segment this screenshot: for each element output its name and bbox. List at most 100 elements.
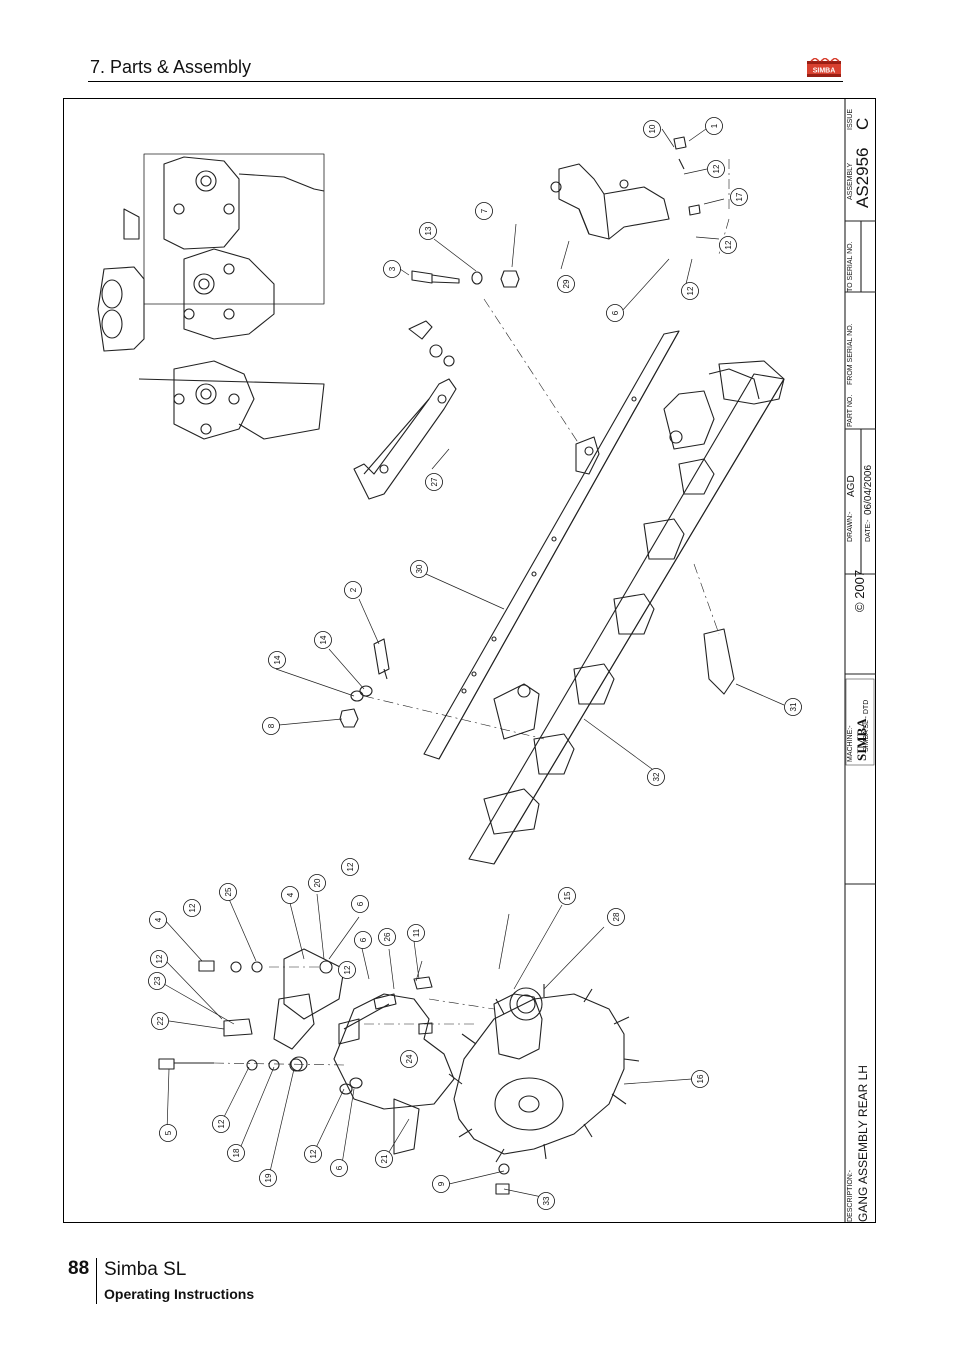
callout-bubble: 12 xyxy=(707,160,725,178)
svg-text:18: 18 xyxy=(232,1148,241,1157)
svg-text:20: 20 xyxy=(313,878,322,887)
description-value: GANG ASSEMBLY REAR LH xyxy=(856,1065,870,1222)
svg-text:16: 16 xyxy=(696,1074,705,1083)
callout-bubble: 33 xyxy=(537,1192,555,1210)
callout-bubble: 5 xyxy=(159,1124,177,1142)
part-no-label: PART NO. xyxy=(847,394,854,427)
callout-bubble: 24 xyxy=(400,1050,418,1068)
leg-bracket-21 xyxy=(273,948,455,1155)
svg-text:28: 28 xyxy=(612,912,621,921)
svg-text:4: 4 xyxy=(154,917,163,922)
callout-bubble: 29 xyxy=(557,275,575,293)
svg-text:23: 23 xyxy=(153,976,162,985)
svg-text:3: 3 xyxy=(388,266,397,271)
svg-text:1: 1 xyxy=(710,123,719,128)
svg-text:24: 24 xyxy=(405,1054,414,1063)
copyright-text: © 2007 xyxy=(852,569,867,612)
callout-bubble: 12 xyxy=(183,899,201,917)
callout-bubble: 12 xyxy=(341,858,359,876)
callout-bubble: 13 xyxy=(419,222,437,240)
tine-bar-32 xyxy=(468,360,785,865)
to-serial-label: TO SERIAL NO. xyxy=(847,241,854,292)
callout-bubble: 12 xyxy=(212,1115,230,1133)
svg-text:13: 13 xyxy=(424,226,433,235)
section-title: 7. Parts & Assembly xyxy=(90,57,252,77)
callout-bubble: 8 xyxy=(262,717,280,735)
title-block-logo-icon: SIMBA xyxy=(845,678,875,766)
callout-bubble: 12 xyxy=(150,950,168,968)
svg-text:6: 6 xyxy=(611,310,620,315)
svg-text:26: 26 xyxy=(383,932,392,941)
date-value: 06/04/2006 xyxy=(863,464,874,515)
callout-bubble: 1 xyxy=(705,117,723,135)
drawing-frame xyxy=(63,98,876,1223)
svg-text:19: 19 xyxy=(264,1173,273,1182)
callout-bubble: 10 xyxy=(643,120,661,138)
svg-text:29: 29 xyxy=(562,279,571,288)
page-number: 88 xyxy=(68,1258,90,1279)
svg-text:6: 6 xyxy=(335,1165,344,1170)
callout-layer: 10 1 12 7 13 3 17 12 29 12 6 27 30 2 14 … xyxy=(148,117,802,1210)
svg-text:21: 21 xyxy=(380,1154,389,1163)
callout-bubble: 6 xyxy=(354,931,372,949)
svg-text:2: 2 xyxy=(349,587,358,592)
svg-text:12: 12 xyxy=(346,862,355,871)
simba-logo-icon: SIMBA xyxy=(807,58,841,77)
svg-text:12: 12 xyxy=(155,954,164,963)
svg-text:12: 12 xyxy=(188,903,197,912)
svg-text:14: 14 xyxy=(319,635,328,644)
tine-31 xyxy=(703,628,735,695)
issue-value: C xyxy=(853,117,872,130)
date-label: DATE:- xyxy=(865,519,872,542)
bolt-set-middle xyxy=(339,638,390,728)
disc-hub-assembly xyxy=(448,984,640,1163)
callout-bubble: 32 xyxy=(647,768,665,786)
svg-text:15: 15 xyxy=(563,891,572,900)
svg-text:14: 14 xyxy=(273,655,282,664)
callout-bubble: 26 xyxy=(378,928,396,946)
callout-bubble: 4 xyxy=(281,886,299,904)
exploded-assembly-drawing: 10 1 12 7 13 3 17 12 29 12 6 27 30 2 14 … xyxy=(97,99,876,1222)
svg-text:27: 27 xyxy=(430,477,439,486)
callout-bubble: 12 xyxy=(681,282,699,300)
svg-text:32: 32 xyxy=(652,772,661,781)
svg-text:6: 6 xyxy=(359,937,368,942)
callout-bubble: 28 xyxy=(607,908,625,926)
svg-text:12: 12 xyxy=(343,965,352,974)
drawn-label: DRAWN:- xyxy=(847,511,854,542)
assembly-value: AS2956 xyxy=(853,147,872,209)
document-type: Operating Instructions xyxy=(104,1286,255,1302)
callout-bubble: 12 xyxy=(719,236,737,254)
callout-bubble: 31 xyxy=(784,698,802,716)
bracket-29 xyxy=(550,136,701,240)
callout-bubble: 25 xyxy=(219,883,237,901)
logo-text: SIMBA xyxy=(813,68,836,75)
svg-text:9: 9 xyxy=(437,1181,446,1186)
centre-lines xyxy=(213,159,730,1066)
svg-text:12: 12 xyxy=(724,240,733,249)
svg-text:12: 12 xyxy=(712,164,721,173)
callout-bubble: 6 xyxy=(330,1159,348,1177)
callout-bubble: 9 xyxy=(432,1175,450,1193)
callout-bubble: 19 xyxy=(259,1169,277,1187)
callout-bubble: 12 xyxy=(304,1145,322,1163)
svg-text:25: 25 xyxy=(224,887,233,896)
callout-bubble: 30 xyxy=(410,560,428,578)
adjuster-27 xyxy=(353,320,457,500)
callout-bubble: 18 xyxy=(227,1144,245,1162)
callout-bubble: 6 xyxy=(351,895,369,913)
svg-text:22: 22 xyxy=(156,1016,165,1025)
svg-text:6: 6 xyxy=(356,901,365,906)
svg-text:11: 11 xyxy=(412,928,421,937)
callout-bubble: 20 xyxy=(308,874,326,892)
drawn-by-value: AGD xyxy=(846,475,857,497)
callout-bubble: 27 xyxy=(425,473,443,491)
machine-label: MACHINE:- xyxy=(847,725,854,762)
callout-bubble: 3 xyxy=(383,260,401,278)
callout-bubble: 23 xyxy=(148,972,166,990)
callout-bubble: 6 xyxy=(606,304,624,322)
machine-value: SIMBA SL - DTD xyxy=(863,699,870,752)
header-rule xyxy=(88,81,843,82)
svg-text:17: 17 xyxy=(735,192,744,201)
svg-text:SIMBA: SIMBA xyxy=(854,718,869,761)
